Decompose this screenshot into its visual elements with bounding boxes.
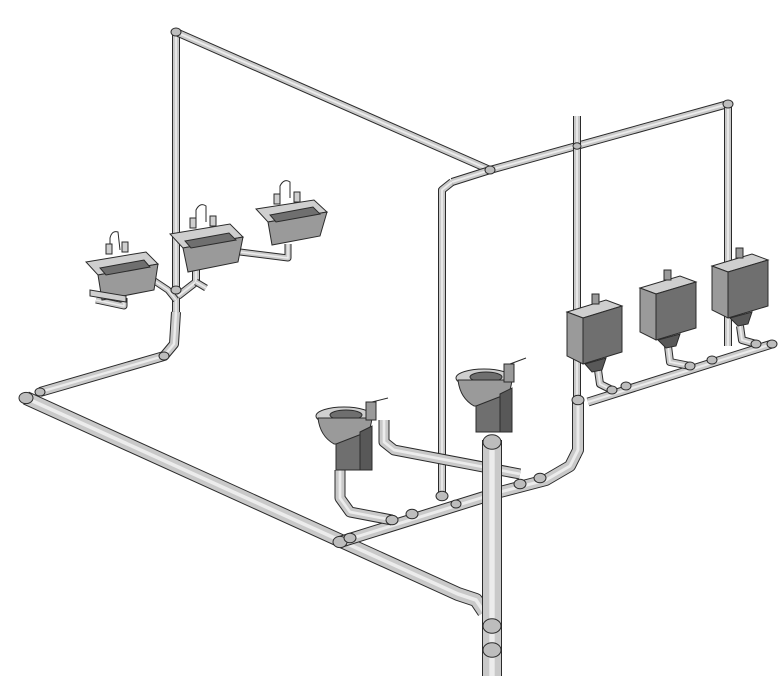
fitting-sink-tee xyxy=(170,285,182,295)
fitting-cistern-e xyxy=(750,339,762,349)
sink-3-tail xyxy=(239,244,292,262)
fitting-stack-top xyxy=(482,434,502,450)
sink-3[interactable] xyxy=(254,180,329,246)
toilet-2[interactable] xyxy=(455,357,527,433)
fitting-cistern-f xyxy=(766,339,778,349)
drain-main-long xyxy=(23,391,490,616)
sink-1-trap xyxy=(148,275,179,303)
cistern-3[interactable] xyxy=(710,247,770,327)
toilet-1[interactable] xyxy=(315,397,389,471)
fitting-tee-b xyxy=(405,508,419,520)
fitting-tee-d xyxy=(450,499,462,509)
fitting-sink-elbow xyxy=(158,351,170,361)
fitting-left-joint xyxy=(34,387,46,397)
sink-1[interactable] xyxy=(85,231,160,303)
cistern-2-drop xyxy=(664,345,691,370)
cistern-1[interactable] xyxy=(565,293,624,373)
toilet-2-branch xyxy=(378,420,522,480)
fittings xyxy=(18,27,778,658)
fitting-tee-e xyxy=(513,478,527,490)
drain-cross-tie xyxy=(338,400,584,548)
fitting-cistern-b xyxy=(620,381,632,391)
fitting-tee-f xyxy=(533,472,547,484)
fitting-cistern-d xyxy=(706,355,718,365)
cistern-2[interactable] xyxy=(638,269,698,349)
sink-2[interactable] xyxy=(169,204,245,273)
fitting-tee-vent xyxy=(484,165,496,175)
fitting-stack-joint-2 xyxy=(482,642,502,658)
fitting-cistern-a xyxy=(606,385,618,395)
fitting-tee-a xyxy=(385,514,399,526)
fitting-cistern-c xyxy=(684,361,696,371)
fixtures xyxy=(85,180,770,471)
vent-mid-run xyxy=(450,166,492,186)
sink-2-trap xyxy=(194,278,208,292)
vent-mid-drop xyxy=(438,178,455,496)
toilet-1-branch xyxy=(334,470,394,526)
fitting-corner-top xyxy=(170,27,182,37)
fitting-stack-tee xyxy=(572,142,582,150)
drain-sink-branch xyxy=(38,311,181,397)
vent-top-run xyxy=(174,28,492,174)
fitting-cross-2 xyxy=(343,532,357,544)
fitting-stack-joint xyxy=(482,618,502,634)
fitting-tee-c xyxy=(435,490,449,502)
fitting-corner-right xyxy=(722,99,734,109)
fitting-left-elbow xyxy=(18,391,34,405)
vent-right-run xyxy=(488,100,730,174)
cistern-run xyxy=(586,339,774,407)
fitting-tee-g xyxy=(571,394,585,406)
